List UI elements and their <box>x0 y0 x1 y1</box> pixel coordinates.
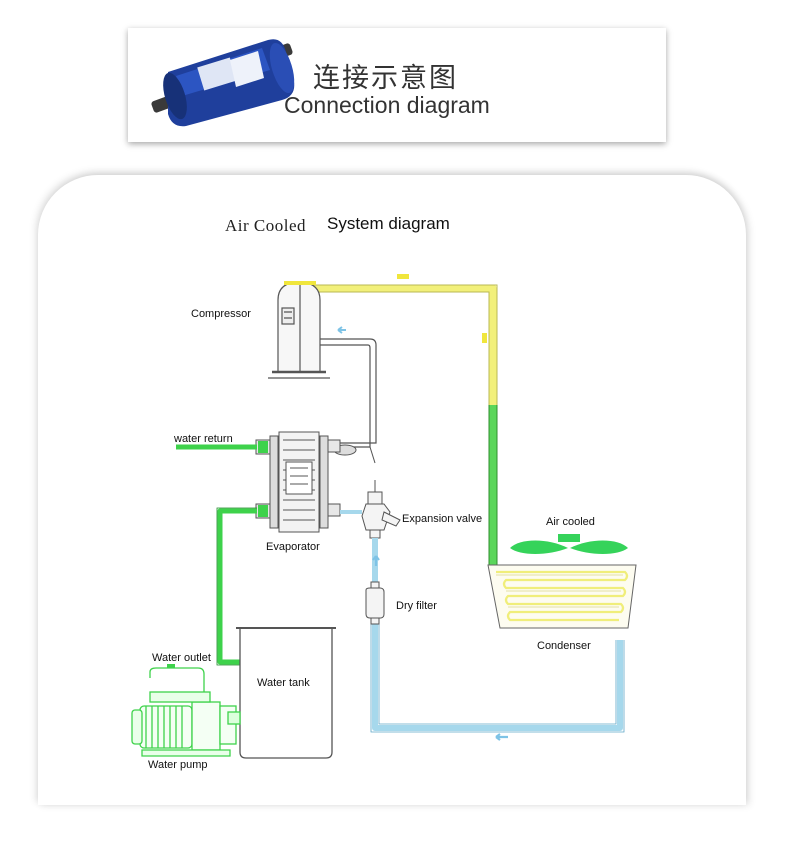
filter-drier-icon <box>151 39 295 127</box>
dry-filter-icon <box>365 581 385 625</box>
banner-title-en: Connection diagram <box>284 92 490 118</box>
label-compressor: Compressor <box>191 308 251 320</box>
suction-pipe <box>320 338 377 448</box>
label-expansion-valve: Expansion valve <box>402 513 483 525</box>
label-dry-filter: Dry filter <box>396 600 437 612</box>
label-air-cooled: Air cooled <box>546 516 595 528</box>
diagram-title-air-cooled: Air Cooled <box>225 216 307 235</box>
flow-arrow-icon <box>167 664 175 668</box>
water-outlet-pipe <box>217 508 257 665</box>
water-pump-icon <box>131 667 241 757</box>
diagram-title-system: System diagram <box>327 214 450 233</box>
label-water-tank: Water tank <box>257 677 310 689</box>
compressor-icon <box>268 281 330 379</box>
flow-arrow-icon <box>495 733 508 741</box>
label-evaporator: Evaporator <box>266 541 320 553</box>
label-water-pump: Water pump <box>148 759 208 771</box>
fan-icon <box>510 534 628 554</box>
hot-gas-pipe <box>296 284 497 410</box>
banner-title-zh: 连接示意图 <box>313 63 458 94</box>
expansion-valve-icon <box>361 480 401 539</box>
flow-arrow-icon <box>482 333 487 343</box>
label-water-return: water return <box>174 433 233 445</box>
flow-arrow-icon <box>397 274 409 279</box>
label-water-outlet: Water outlet <box>152 652 211 664</box>
flow-arrow-icon <box>372 555 380 566</box>
condenser-icon <box>487 564 637 629</box>
flow-arrow-icon <box>337 326 346 334</box>
water-tank-icon <box>236 627 336 759</box>
evaporator-icon <box>255 431 341 533</box>
label-condenser: Condenser <box>537 640 591 652</box>
